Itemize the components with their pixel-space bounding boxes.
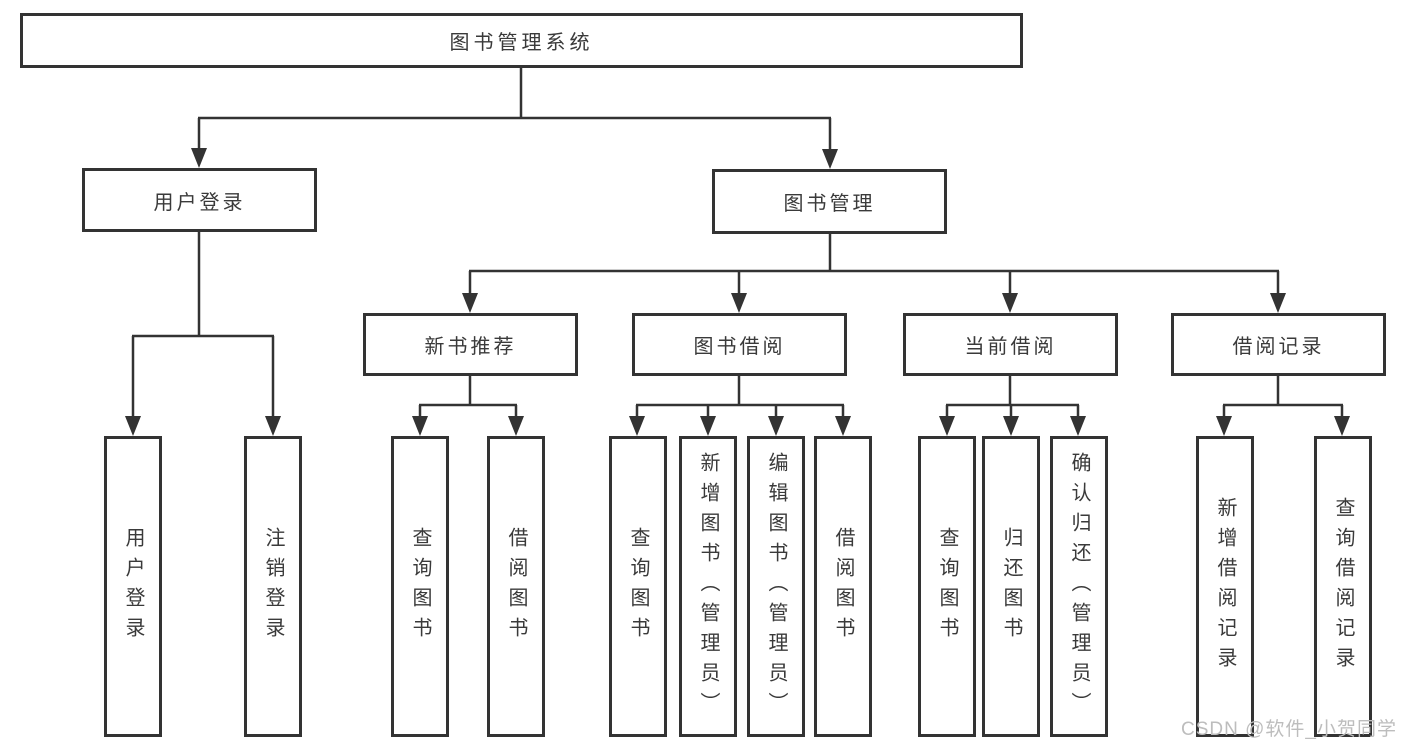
arrowhead-icon — [1216, 416, 1232, 436]
arrowhead-icon — [700, 416, 716, 436]
arrowhead-icon — [265, 416, 281, 436]
leaf-current-confirm-return-label: 确认归还（管理员） — [1068, 451, 1090, 722]
arrowhead-icon — [1270, 293, 1286, 313]
leaf-borrowing-edit-label: 编辑图书（管理员） — [765, 451, 787, 722]
arrowhead-icon — [629, 416, 645, 436]
branch-book-management-label: 图书管理 — [783, 193, 876, 215]
branch-book-management-box: 图书管理 — [712, 169, 947, 234]
leaf-borrowing-add-label: 新增图书（管理员） — [697, 451, 719, 722]
arrowhead-icon — [1003, 416, 1019, 436]
leaf-borrowing-query-box: 查询图书 — [609, 436, 667, 737]
arrowhead-icon — [125, 416, 141, 436]
leaf-current-query-box: 查询图书 — [918, 436, 976, 737]
arrowhead-icon — [508, 416, 524, 436]
branch-user-login-box: 用户登录 — [82, 168, 317, 232]
leaf-record-query-label: 查询借阅记录 — [1332, 496, 1354, 677]
root-box: 图书管理系统 — [20, 13, 1023, 68]
arrowhead-icon — [462, 293, 478, 313]
arrowhead-icon — [412, 416, 428, 436]
watermark: CSDN @软件_小贺同学 — [1181, 719, 1397, 740]
section-book-borrowing-label: 图书借阅 — [693, 336, 786, 358]
section-new-book-label: 新书推荐 — [424, 336, 517, 358]
new-book-connectors — [412, 375, 524, 436]
book-borrowing-connectors — [629, 375, 851, 436]
leaf-borrowing-query-label: 查询图书 — [627, 526, 649, 647]
leaf-current-return-box: 归还图书 — [982, 436, 1040, 737]
arrowhead-icon — [731, 293, 747, 313]
user-login-connectors — [125, 232, 281, 436]
leaf-record-add-box: 新增借阅记录 — [1196, 436, 1254, 737]
leaf-newbook-query-label: 查询图书 — [409, 526, 431, 647]
root-branch-connectors — [191, 68, 838, 169]
arrowhead-icon — [835, 416, 851, 436]
arrowhead-icon — [768, 416, 784, 436]
section-new-book-box: 新书推荐 — [363, 313, 578, 376]
leaf-user-login-label: 用户登录 — [122, 526, 144, 647]
leaf-newbook-query-box: 查询图书 — [391, 436, 449, 737]
leaf-current-confirm-return-box: 确认归还（管理员） — [1050, 436, 1108, 737]
leaf-borrowing-add-box: 新增图书（管理员） — [679, 436, 737, 737]
leaf-newbook-borrow-label: 借阅图书 — [505, 526, 527, 647]
leaf-borrowing-edit-box: 编辑图书（管理员） — [747, 436, 805, 737]
leaf-current-query-label: 查询图书 — [936, 526, 958, 647]
leaf-record-add-label: 新增借阅记录 — [1214, 496, 1236, 677]
leaf-borrowing-borrow-label: 借阅图书 — [832, 526, 854, 647]
arrowhead-icon — [822, 149, 838, 169]
arrowhead-icon — [191, 148, 207, 168]
arrowhead-icon — [1070, 416, 1086, 436]
branch-user-login-label: 用户登录 — [153, 191, 246, 214]
section-current-borrowing-box: 当前借阅 — [903, 313, 1118, 376]
leaf-record-query-box: 查询借阅记录 — [1314, 436, 1372, 737]
leaf-newbook-borrow-box: 借阅图书 — [487, 436, 545, 737]
arrowhead-icon — [939, 416, 955, 436]
section-current-borrowing-label: 当前借阅 — [964, 336, 1057, 358]
section-borrowing-records-label: 借阅记录 — [1232, 336, 1325, 358]
leaf-current-return-label: 归还图书 — [1000, 526, 1022, 647]
current-borrowing-connectors — [939, 375, 1086, 436]
root-box-label: 图书管理系统 — [449, 32, 594, 54]
section-book-borrowing-box: 图书借阅 — [632, 313, 847, 376]
arrowhead-icon — [1002, 293, 1018, 313]
book-management-connectors — [462, 234, 1286, 313]
arrowhead-icon — [1334, 416, 1350, 436]
section-borrowing-records-box: 借阅记录 — [1171, 313, 1386, 376]
leaf-logout-box: 注销登录 — [244, 436, 302, 737]
leaf-logout-label: 注销登录 — [262, 526, 284, 647]
leaf-borrowing-borrow-box: 借阅图书 — [814, 436, 872, 737]
borrowing-records-connectors — [1216, 375, 1350, 436]
leaf-user-login-box: 用户登录 — [104, 436, 162, 737]
